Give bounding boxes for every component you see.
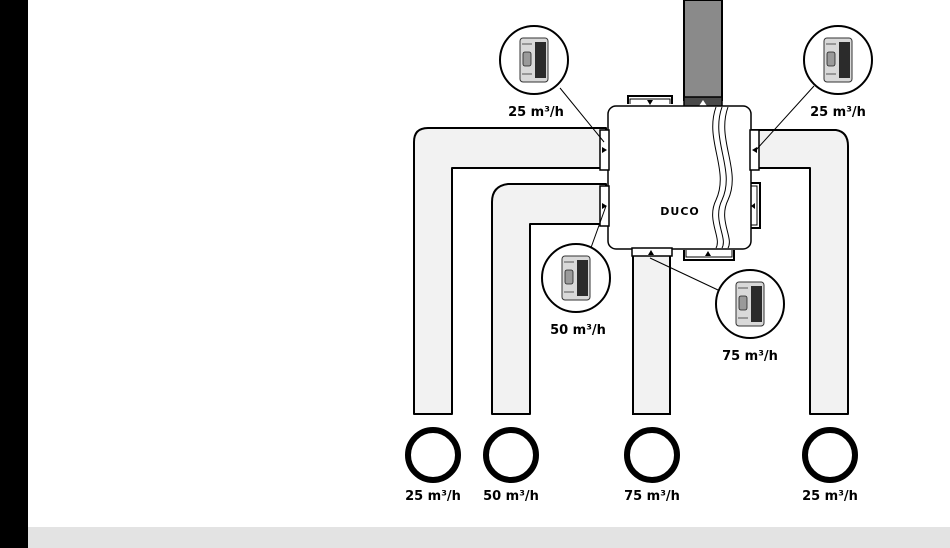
ventilation-diagram: DUCO 25 m³/h 25 m³/h 50 m³/h 7 (0, 0, 950, 527)
valve-callout-bottom-right (716, 270, 784, 338)
bottom-gray-bar (28, 527, 950, 548)
outlet-ring-1 (408, 430, 458, 480)
outlet-ring-2 (486, 430, 536, 480)
outlet-label-2: 50 m³/h (483, 489, 539, 504)
outlet-label-3: 75 m³/h (624, 489, 680, 504)
outlet-label-1: 25 m³/h (405, 489, 461, 504)
duct-outlet-3 (633, 250, 670, 414)
exhaust-duct (684, 0, 722, 100)
outlet-ring-4 (805, 430, 855, 480)
valve-label-top-left: 25 m³/h (508, 105, 564, 120)
valve-callout-top-left (500, 26, 568, 94)
duct-outlet-4 (750, 130, 848, 414)
brand-logo: DUCO (660, 205, 700, 218)
valve-label-top-right: 25 m³/h (810, 105, 866, 120)
outlet-ring-3 (627, 430, 677, 480)
valve-label-bottom-right: 75 m³/h (722, 349, 778, 364)
outlet-label-4: 25 m³/h (802, 489, 858, 504)
central-fan-unit (608, 106, 751, 249)
bottom-arrow-icon (705, 251, 711, 256)
valve-callout-top-right (804, 26, 872, 94)
valve-label-mid-left: 50 m³/h (550, 323, 606, 338)
top-arrow-icon (647, 100, 653, 105)
valve-callout-mid-left (542, 244, 610, 312)
